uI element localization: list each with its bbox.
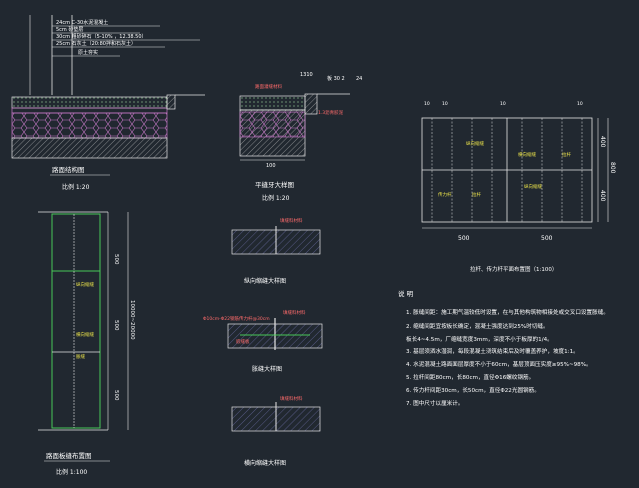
joint-label-left: 路面灌缝材料 [255,83,282,90]
notes-block: 说 明 1. 胀缝间距：施工期气温较低时设置，在与其他构筑物相接处或交叉口设置胀… [398,289,609,407]
expansion-title: 胀缝大样图 [252,365,282,373]
rebar-dim-right-3: 800 [609,162,616,174]
joint-dim-24: 24 [356,76,362,82]
curb [166,94,176,110]
rebar-label-2: 横向缩缝 [518,151,536,158]
rebar-title: 拉杆、传力杆平面布置图（1:100） [470,265,557,273]
joint-label-right: 1.3沥青胶泥 [318,109,344,116]
transverse-detail: 填缝料材料 纵向缩缝大样图 [231,217,321,285]
rebar-dim-top-2: 10 [442,101,448,107]
note-1: 1. 胀缝间距：施工期气温较低时设置，在与其他构筑物相接处或交叉口设置胀缝。 [406,308,609,316]
plan-dim-4: 500 [113,390,119,401]
note-3: 板长4~4.5m，厂缩缝宽度3mm，深度不小于板厚的1/4。 [406,335,553,343]
note-2: 2. 缩缝间距宜按板长确定，混凝土强度达到25%时切缝。 [406,322,549,330]
rebar-label-4: 传力杆 [438,191,452,198]
rebar-label-6: 拉杆 [472,191,481,198]
plan-label-3: 胀缝 [76,353,85,360]
joint-detail: 1310 板 30 2 24 路面灌缝材料 1.3沥青胶泥 100 平缝牙大样图… [239,72,362,202]
rebar-plan: 500 500 400 400 800 10 10 10 10 纵向缩缝 横向缩… [421,101,616,273]
rebar-label-5: 纵向缩缝 [524,183,542,190]
rebar-dim-top-4: 10 [577,101,583,107]
layer-label-4: 25cm 石灰土（20:80拌和石灰土） [56,40,136,47]
plan-dim-2: 10000~20000 [129,300,135,340]
transverse-title: 纵向缩缝大样图 [244,277,286,285]
expansion-label-top: 填缝料材料 [283,309,306,316]
transverse-label: 填缝料材料 [280,217,303,224]
rebar-dim-bottom-2: 500 [541,235,553,242]
plan-layout: 500 10000~20000 500 500 纵向缩缝 横向缩缝 胀缝 路面板… [38,211,135,476]
lime-soil-layer [11,137,168,159]
joint-scale: 比例 1:20 [262,194,290,202]
expansion-label-left: 嵌缝板 [236,338,250,345]
note-8: 7. 图中尺寸以厘米计。 [406,399,463,407]
plan-label-2: 横向缩缝 [76,331,94,338]
road-section-title: 路面结构图 [52,165,85,174]
rebar-dim-bottom-1: 500 [458,235,470,242]
rebar-dim-top-1: 10 [424,101,430,107]
rebar-dim-top-3: 10 [500,101,506,107]
plan-dim-3: 500 [113,320,119,331]
expansion-detail: Φ10cm-Φ22钢筋传力杆@30cm 填缝料材料 嵌缝板 胀缝大样图 [203,309,323,373]
expansion-top-note: Φ10cm-Φ22钢筋传力杆@30cm [203,315,270,322]
gravel-layer [11,112,168,139]
plan-title: 路面板缝布置图 [46,451,92,460]
layer-label-1: 24cm C-30水泥混凝土 [56,19,108,26]
longitudinal-title: 横向缩缝大样图 [244,459,286,467]
longitudinal-detail: 填缝料材料 横向缩缝大样图 [231,395,321,467]
layer-label-5: 原土夯实 [78,49,98,56]
note-6: 5. 拉杆间距80cm，长80cm，直径Φ16螺纹钢筋。 [406,373,534,381]
plan-label-1: 纵向缩缝 [76,281,94,288]
note-5: 4. 水泥混凝土路面面层厚度不小于60cm，基层顶面压实度≥95%~98%。 [406,360,592,368]
layer-label-3: 30cm 粗砂碎石（5-10% ，12.38.50） [56,33,147,40]
road-section: 24cm C-30水泥混凝土 5cm 砂垫层 30cm 粗砂碎石（5-10% ，… [11,15,205,191]
joint-top-dim: 1310 [300,72,313,78]
concrete-layer [11,96,168,109]
joint-side-note: 板 30 2 [327,75,345,82]
rebar-dim-right-1: 400 [599,136,606,148]
layer-label-2: 5cm 砂垫层 [56,26,83,33]
plan-dim-1: 500 [113,254,119,265]
plan-scale: 比例 1:100 [56,468,87,476]
joint-dim-100: 100 [266,163,276,169]
rebar-label-3: 拉杆 [562,151,571,158]
sand-layer [11,107,168,114]
rebar-dim-right-2: 400 [599,190,606,202]
notes-heading: 说 明 [398,289,414,298]
longitudinal-label: 填缝料材料 [280,395,303,402]
joint-title: 平缝牙大样图 [255,180,294,189]
road-section-scale: 比例 1:20 [62,183,90,191]
note-4: 3. 基层须洒水湿润，每段混凝土浇筑结束后及时覆盖养护，坡度1:1。 [406,347,579,355]
rebar-label-1: 纵向缩缝 [466,140,484,147]
note-7: 6. 传力杆间距30cm，长50cm，直径Φ22光圆钢筋。 [406,386,540,394]
